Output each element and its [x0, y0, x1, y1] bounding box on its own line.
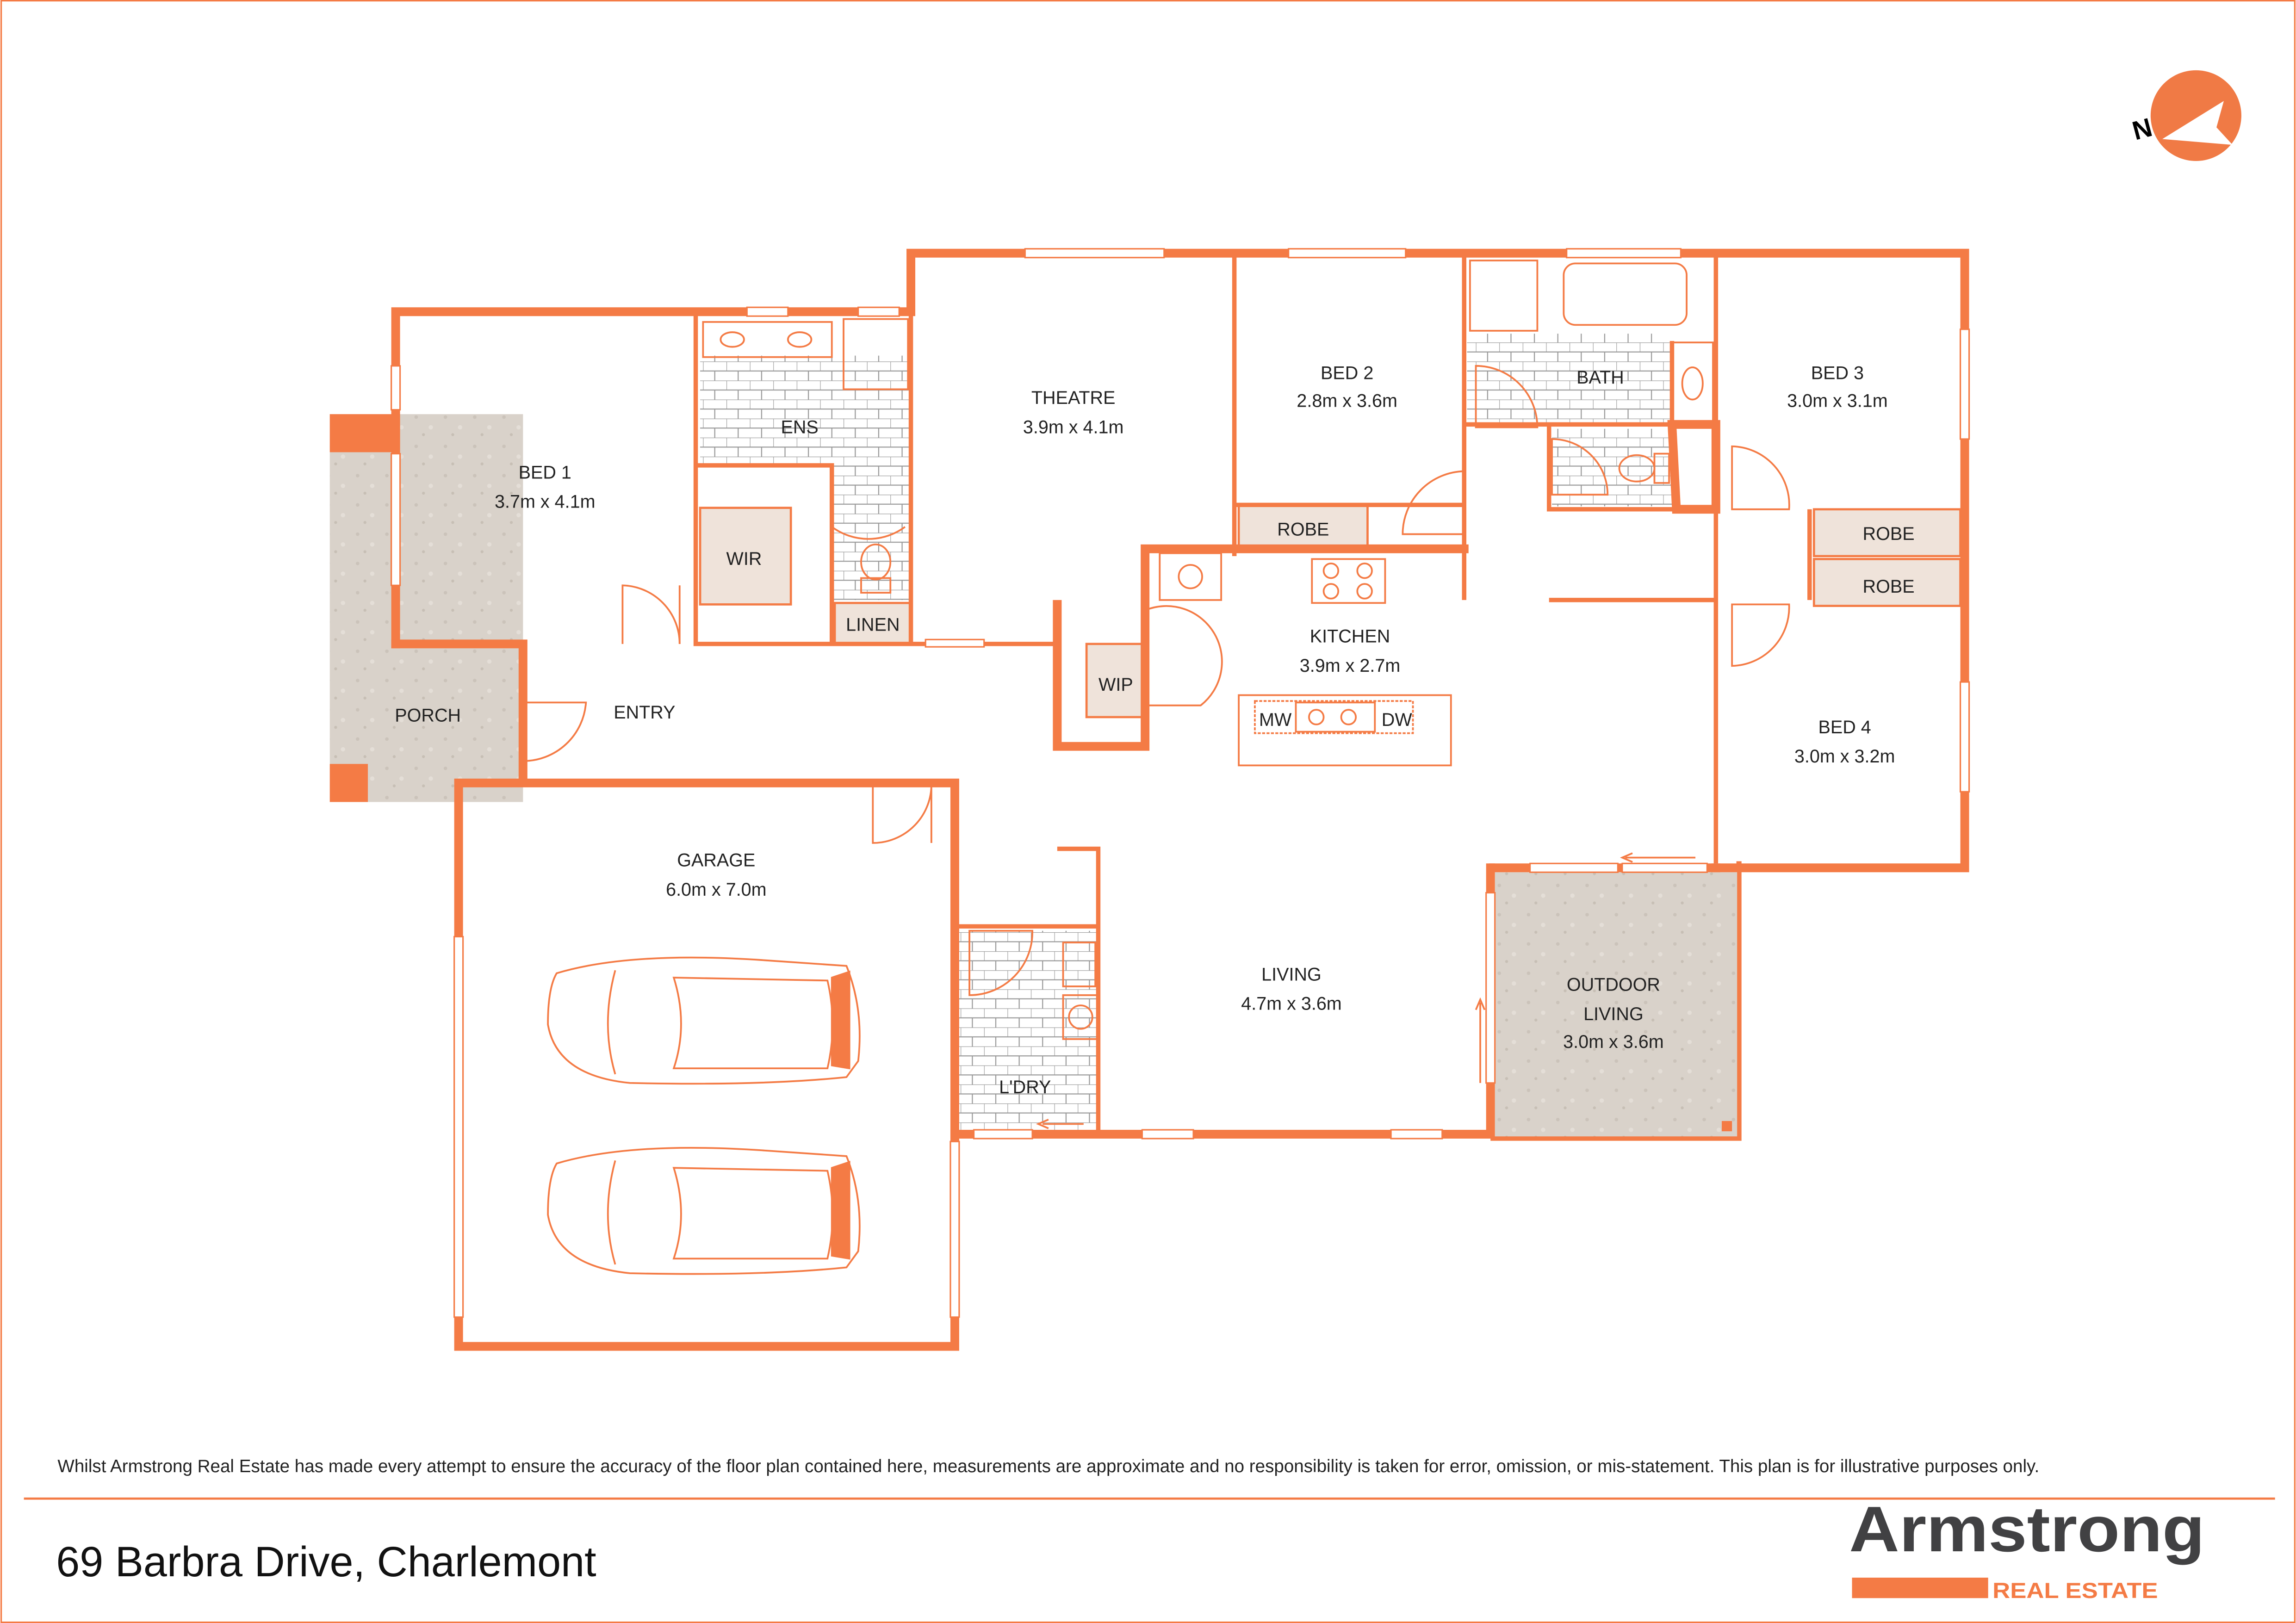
ensuite-tiles — [832, 465, 911, 600]
outdoor-post — [1721, 1121, 1732, 1132]
garage-dims: 6.0m x 7.0m — [666, 880, 766, 900]
garage-label: GARAGE — [677, 850, 755, 871]
bed1-dims: 3.7m x 4.1m — [495, 492, 595, 512]
bed2-robe-label: ROBE — [1277, 520, 1329, 540]
ens-label: ENS — [781, 417, 819, 437]
outdoor-dims: 3.0m x 3.6m — [1563, 1032, 1664, 1052]
porch-pillar — [329, 414, 400, 452]
porch-label: PORCH — [395, 705, 461, 725]
car-icon — [547, 956, 861, 1085]
bed4-label: BED 4 — [1818, 717, 1871, 737]
wir-robe — [699, 507, 792, 606]
theatre-label: THEATRE — [1031, 388, 1116, 408]
theatre-dims: 3.9m x 4.1m — [1023, 417, 1124, 437]
kitchen-dims: 3.9m x 2.7m — [1300, 656, 1401, 676]
bed3-dims: 3.0m x 3.1m — [1787, 390, 1888, 411]
living-label: LIVING — [1261, 964, 1322, 985]
wip-shelf — [1085, 643, 1147, 719]
bed2-dims: 2.8m x 3.6m — [1297, 390, 1397, 411]
outdoor-label-2: LIVING — [1583, 1004, 1644, 1024]
exterior-walls — [391, 248, 1969, 1351]
bed2-label: BED 2 — [1321, 363, 1373, 383]
living-dims: 4.7m x 3.6m — [1241, 994, 1342, 1014]
logo-sub: REAL ESTATE — [1992, 1579, 2158, 1603]
fixtures — [702, 260, 1714, 1040]
porch-pillar — [329, 764, 368, 802]
laundry-tiles — [957, 930, 1098, 1130]
bed4-robe-label: ROBE — [1863, 576, 1915, 597]
bed4-dims: 3.0m x 3.2m — [1794, 746, 1895, 767]
laundry-label: L'DRY — [999, 1077, 1051, 1097]
armstrong-logo: Armstrong REAL ESTATE — [1849, 1493, 2205, 1603]
north-compass-icon: N — [2129, 70, 2241, 161]
outdoor-living-paving — [1495, 872, 1738, 1137]
bath-label: BATH — [1576, 367, 1624, 388]
bed3-label: BED 3 — [1811, 363, 1864, 383]
bed3-robe-label: ROBE — [1863, 524, 1915, 544]
wir-label: WIR — [726, 549, 762, 569]
ensuite-tiles — [700, 355, 911, 465]
room-labels: BED 1 3.7m x 4.1m ENS WIR LINEN THEATRE … — [395, 363, 1914, 1097]
bed1-label: BED 1 — [519, 462, 571, 483]
kitchen-label: KITCHEN — [1310, 626, 1390, 647]
porch-paving — [329, 414, 523, 802]
door-swings — [523, 365, 1790, 1129]
linen-label: LINEN — [846, 614, 900, 635]
car-icon — [547, 1146, 861, 1275]
property-address: 69 Barbra Drive, Charlemont — [56, 1538, 596, 1586]
entry-label: ENTRY — [614, 702, 675, 723]
logo-bar — [1852, 1577, 1988, 1598]
microwave-label: MW — [1259, 710, 1292, 730]
bath-tiles — [1467, 334, 1672, 425]
windows — [391, 248, 1970, 1318]
bed3-robe — [1812, 508, 1961, 558]
dishwasher-label: DW — [1382, 710, 1413, 730]
outdoor-label: OUTDOOR — [1567, 974, 1660, 995]
wip-label: WIP — [1098, 675, 1133, 695]
logo-brand: Armstrong — [1849, 1493, 2205, 1565]
bed4-robe — [1812, 558, 1961, 607]
disclaimer-text: Whilst Armstrong Real Estate has made ev… — [57, 1456, 2039, 1476]
